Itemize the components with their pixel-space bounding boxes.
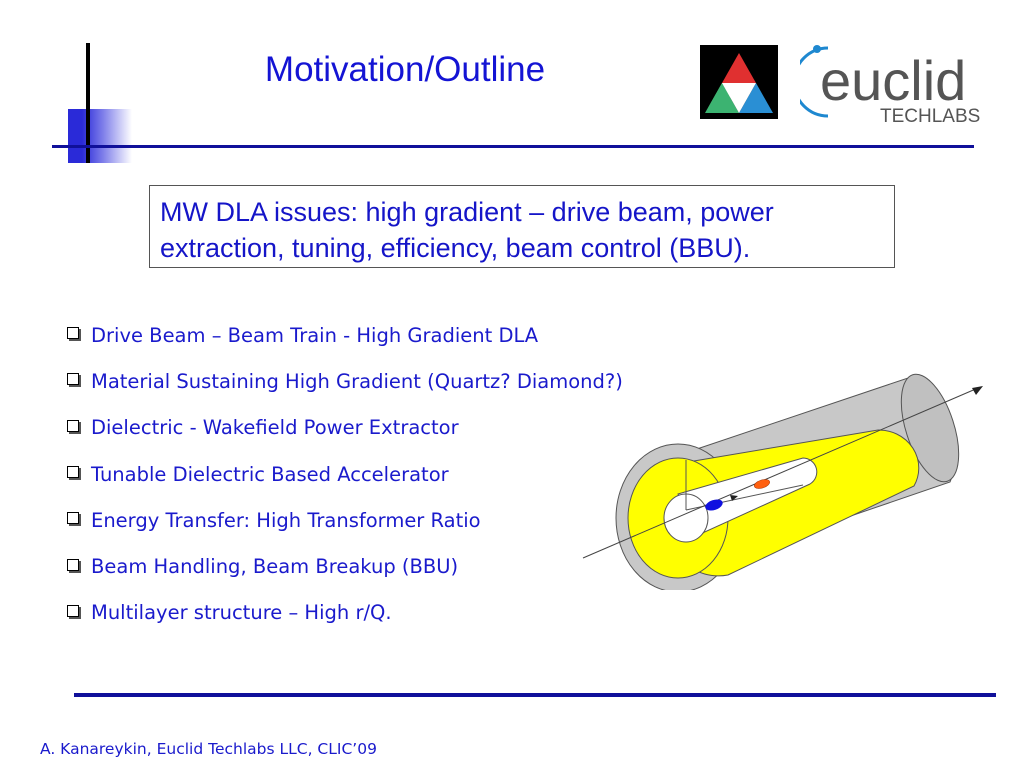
footer-rule [74,693,996,697]
bullet-text: Energy Transfer: High Transformer Ratio [91,508,481,532]
bullet-text: Drive Beam – Beam Train - High Gradient … [91,323,539,347]
list-item: Tunable Dielectric Based Accelerator [64,451,623,497]
title-decoration-line [86,109,90,163]
euclid-wordmark: euclid [820,49,966,112]
bullet-text: Multilayer structure – High r/Q. [91,601,392,625]
bullet-list: Drive Beam – Beam Train - High Gradient … [64,312,623,636]
checkbox-outline-icon [67,466,79,479]
list-item: Multilayer structure – High r/Q. [64,590,623,636]
title-decoration-square [68,109,132,163]
bullet-text: Dielectric - Wakefield Power Extractor [91,416,459,440]
title-decoration-bar [86,43,90,161]
checkbox-outline-icon [67,558,79,571]
bullet-text: Material Sustaining High Gradient (Quart… [91,369,623,393]
bullet-text: Tunable Dielectric Based Accelerator [91,462,449,486]
checkbox-outline-icon [67,512,79,525]
checkbox-outline-icon [67,604,79,617]
slide-title: Motivation/Outline [264,50,546,89]
title-rule [52,145,974,148]
list-item: Beam Handling, Beam Breakup (BBU) [64,543,623,589]
bullet-text: Beam Handling, Beam Breakup (BBU) [91,555,459,579]
euclid-techlabs-logo: euclid TECHLABS [792,40,1010,127]
list-item: Energy Transfer: High Transformer Ratio [64,497,623,543]
techlabs-wordmark: TECHLABS [880,106,980,126]
checkbox-outline-icon [67,327,79,340]
dielectric-structure-diagram [578,370,998,593]
checkbox-outline-icon [67,419,79,432]
footer-text: A. Kanareykin, Euclid Techlabs LLC, CLIC… [40,740,377,758]
checkbox-outline-icon [67,373,79,386]
argonne-logo [700,45,778,119]
list-item: Dielectric - Wakefield Power Extractor [64,405,623,451]
list-item: Material Sustaining High Gradient (Quart… [64,358,623,404]
list-item: Drive Beam – Beam Train - High Gradient … [64,312,623,358]
issues-box: MW DLA issues: high gradient – drive bea… [149,185,895,268]
